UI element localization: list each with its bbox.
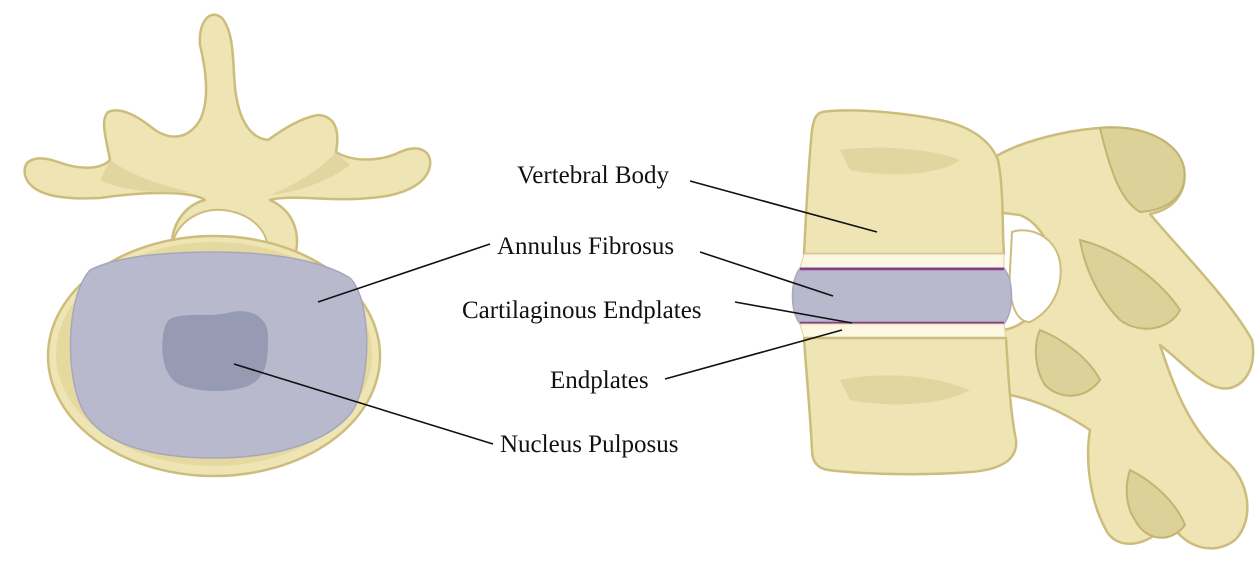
label-vertebral-body: Vertebral Body — [517, 162, 670, 189]
lateral-view — [793, 110, 1254, 548]
leader-annulus-left — [318, 244, 490, 302]
axial-view — [25, 15, 431, 476]
nucleus-pulposus-shape — [162, 311, 268, 391]
lower-vertebral-body — [804, 338, 1016, 474]
label-annulus-fibrosus: Annulus Fibrosus — [497, 233, 674, 260]
label-cartilaginous-endplates: Cartilaginous Endplates — [462, 297, 702, 324]
label-nucleus-pulposus: Nucleus Pulposus — [500, 431, 678, 458]
annulus-fibrosus-lateral — [793, 268, 1012, 324]
label-endplates: Endplates — [550, 367, 649, 394]
upper-vertebral-body — [804, 110, 1004, 254]
lower-endplate — [800, 324, 1006, 338]
labels: Vertebral Body Annulus Fibrosus Cartilag… — [462, 162, 702, 458]
upper-endplate — [800, 254, 1004, 268]
